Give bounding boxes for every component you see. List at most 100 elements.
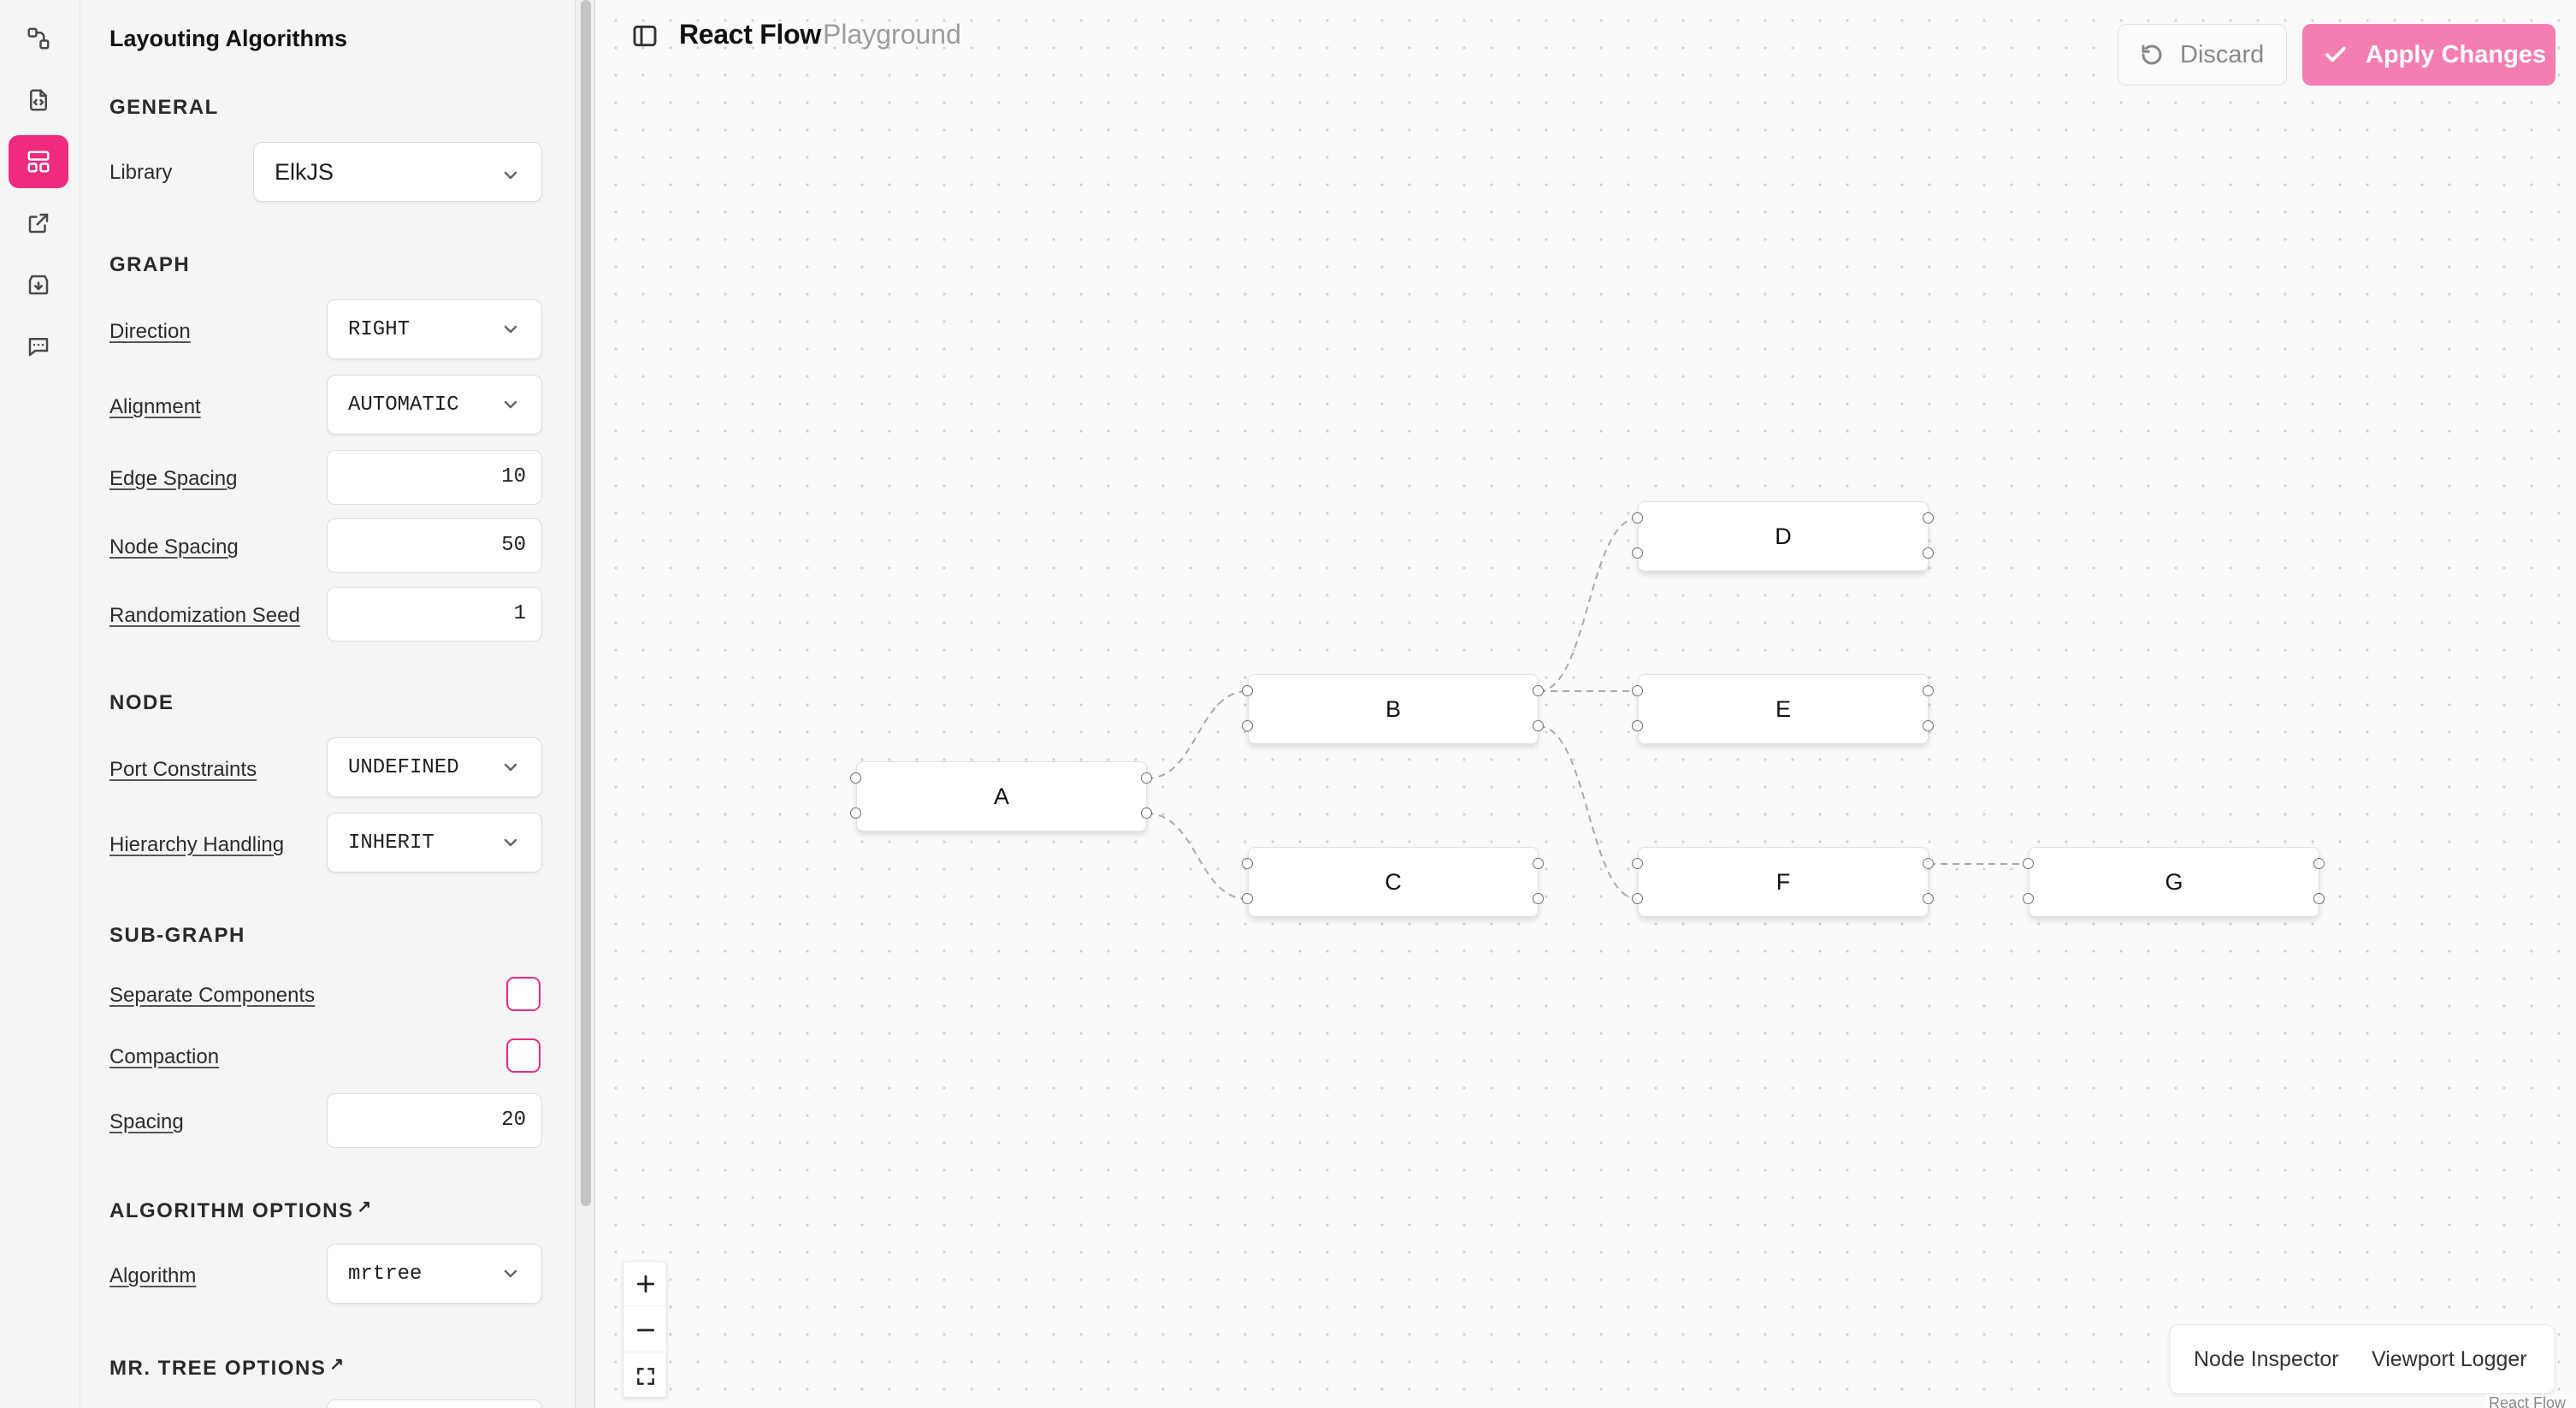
target-handle[interactable] [1632, 720, 1643, 731]
node-spacing-input[interactable]: 50 [327, 518, 542, 573]
library-label: Library [109, 161, 173, 184]
source-handle[interactable] [1923, 547, 1934, 559]
source-handle[interactable] [1923, 720, 1934, 731]
source-handle[interactable] [1141, 808, 1152, 819]
apply-changes-label: Apply Changes [2366, 40, 2547, 68]
target-handle[interactable] [1242, 685, 1253, 696]
zoom-out-icon[interactable] [623, 1308, 668, 1352]
target-handle[interactable] [1242, 720, 1253, 731]
source-handle[interactable] [1533, 893, 1544, 904]
node-inspector-button[interactable]: Node Inspector [2194, 1347, 2339, 1371]
section-general: GENERAL [109, 96, 219, 119]
randomization-seed-input[interactable]: 1 [327, 587, 542, 642]
chevron-down-icon [502, 759, 519, 776]
section-algorithm-options[interactable]: ALGORITHM OPTIONS↗ [109, 1196, 373, 1223]
scrollbar-thumb[interactable] [581, 0, 591, 1206]
randomization-seed-label: Randomization Seed [109, 604, 300, 627]
layout-icon[interactable] [9, 135, 68, 188]
discard-button[interactable]: Discard [2118, 24, 2287, 86]
algorithm-select[interactable]: mrtree [327, 1244, 542, 1304]
alignment-select[interactable]: AUTOMATIC [327, 375, 542, 435]
target-handle[interactable] [1632, 547, 1643, 559]
download-icon[interactable] [9, 258, 68, 311]
target-handle[interactable] [1242, 858, 1253, 869]
edge-spacing-input[interactable]: 10 [327, 450, 542, 505]
library-select[interactable]: ElkJS [253, 142, 542, 202]
target-handle[interactable] [1632, 893, 1643, 904]
node-label: G [2165, 868, 2183, 895]
port-constraints-select[interactable]: UNDEFINED [327, 737, 542, 797]
flow-node-e[interactable]: E [1632, 674, 1934, 744]
node-label: E [1775, 695, 1791, 722]
target-handle[interactable] [2023, 858, 2034, 869]
flow-canvas[interactable] [595, 0, 2576, 1408]
edge-spacing-label: Edge Spacing [109, 467, 238, 490]
code-file-icon[interactable] [9, 74, 68, 127]
external-arrow-icon: ↗ [357, 1198, 373, 1216]
target-handle[interactable] [1242, 893, 1253, 904]
hierarchy-handling-label: Hierarchy Handling [109, 833, 285, 856]
source-handle[interactable] [1141, 772, 1152, 784]
source-handle[interactable] [1923, 685, 1934, 696]
node-label: B [1385, 695, 1401, 722]
undo-icon [2142, 44, 2162, 65]
mr-tree-option-select[interactable] [327, 1399, 542, 1408]
comment-icon[interactable] [9, 320, 68, 373]
devtools-panel: Node Inspector Viewport Logger [2169, 1324, 2555, 1394]
source-handle[interactable] [1533, 720, 1544, 731]
target-handle[interactable] [1632, 858, 1643, 869]
apply-changes-button[interactable]: Apply Changes [2302, 24, 2555, 86]
source-handle[interactable] [1533, 858, 1544, 869]
target-handle[interactable] [2023, 893, 2034, 904]
direction-select[interactable]: RIGHT [327, 299, 542, 359]
separate-components-checkbox[interactable] [506, 977, 541, 1011]
source-handle[interactable] [1923, 858, 1934, 869]
external-arrow-icon: ↗ [329, 1355, 346, 1374]
flow-node-c[interactable]: C [1242, 847, 1544, 917]
zoom-in-icon[interactable] [623, 1262, 668, 1306]
compaction-checkbox[interactable] [506, 1038, 541, 1073]
node-spacing-label: Node Spacing [109, 535, 239, 559]
node-label: F [1775, 868, 1791, 895]
target-handle[interactable] [850, 808, 861, 819]
section-node: NODE [109, 691, 174, 714]
flow-node-a[interactable]: A [850, 761, 1152, 831]
flow-node-d[interactable]: D [1632, 501, 1934, 571]
external-link-icon[interactable] [9, 197, 68, 250]
separate-components-label: Separate Components [109, 984, 316, 1007]
sidebar-toggle-icon[interactable] [631, 22, 659, 50]
attribution-link[interactable]: React Flow [2485, 1394, 2570, 1408]
hierarchy-handling-select[interactable]: INHERIT [327, 813, 542, 873]
target-handle[interactable] [1632, 512, 1643, 524]
graph-nodes-icon[interactable] [9, 12, 68, 65]
alignment-label: Alignment [109, 395, 201, 418]
target-handle[interactable] [850, 772, 861, 784]
port-constraints-label: Port Constraints [109, 758, 257, 781]
flow-node-f[interactable]: F [1632, 847, 1934, 917]
source-handle[interactable] [2313, 858, 2325, 869]
panel-scrollbar[interactable] [575, 0, 595, 1408]
spacing-input[interactable]: 20 [327, 1093, 542, 1148]
node-label: A [993, 783, 1009, 809]
panel-title: Layouting Algorithms [109, 26, 347, 51]
chevron-down-icon [502, 834, 519, 851]
source-handle[interactable] [1533, 685, 1544, 696]
flow-node-g[interactable]: G [2023, 847, 2325, 917]
viewport-logger-button[interactable]: Viewport Logger [2372, 1347, 2527, 1371]
fit-view-icon[interactable] [623, 1354, 668, 1399]
node-label: D [1775, 523, 1792, 549]
algorithm-label: Algorithm [109, 1264, 197, 1287]
discard-label: Discard [2180, 40, 2265, 68]
source-handle[interactable] [1923, 893, 1934, 904]
chevron-down-icon [502, 1265, 519, 1282]
direction-label: Direction [109, 320, 191, 343]
algorithm-value: mrtree [348, 1262, 422, 1286]
source-handle[interactable] [2313, 893, 2325, 904]
mr-tree-options-heading: MR. TREE OPTIONS [109, 1357, 327, 1380]
source-handle[interactable] [1923, 512, 1934, 524]
section-mr-tree-options[interactable]: MR. TREE OPTIONS↗ [109, 1353, 346, 1381]
flow-node-b[interactable]: B [1242, 674, 1544, 744]
target-handle[interactable] [1632, 685, 1643, 696]
direction-value: RIGHT [348, 317, 411, 341]
alignment-value: AUTOMATIC [348, 393, 459, 417]
